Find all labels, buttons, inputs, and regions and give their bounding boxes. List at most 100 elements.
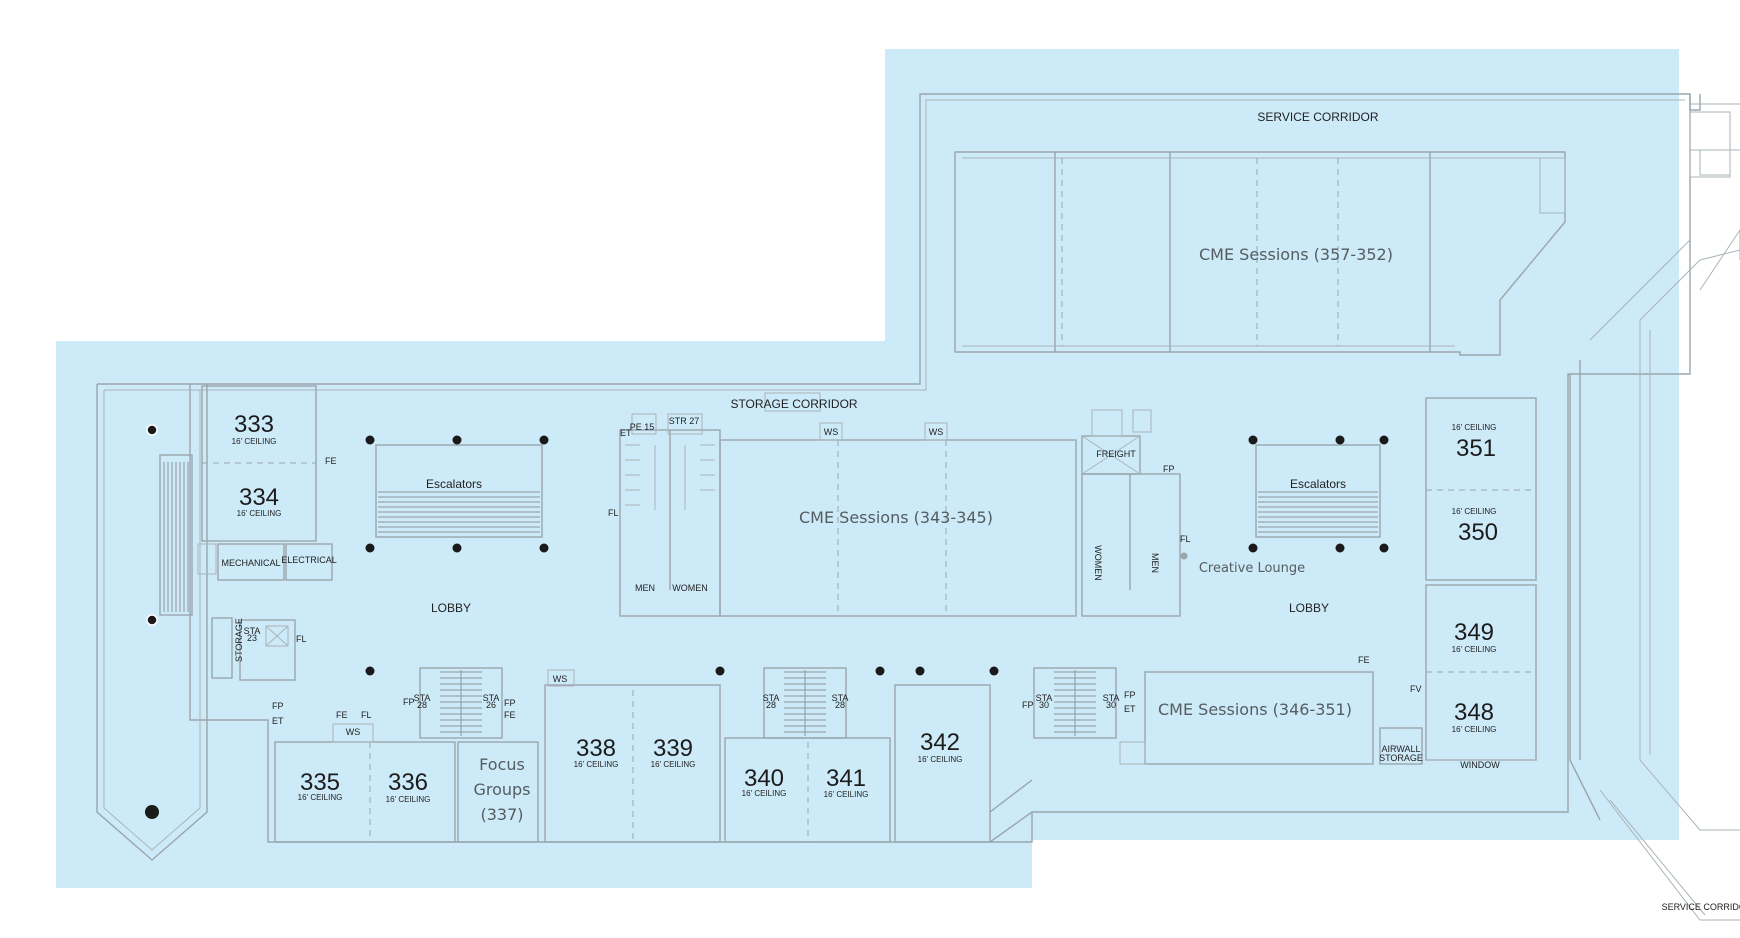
airwall-storage-room [1379,727,1423,765]
stair-26-28 [419,667,503,739]
room-338-339-walls [544,684,721,843]
ws-box-4 [547,669,575,687]
sta-23-number: 23 [247,633,257,643]
room-333-number: 333 [234,411,274,438]
storage-label: STORAGE [234,618,244,662]
fp-label-4: FP [1022,700,1034,710]
corner-walls [989,779,1033,843]
sta-28-mid-number: 28 [766,700,776,710]
str27-box [667,413,703,435]
window-label: WINDOW [1460,760,1500,770]
fp-label-3: FP [504,698,516,708]
ws-label-3: WS [346,727,361,737]
room-351-number: 351 [1456,435,1496,462]
sta-28-right-number: 28 [835,700,845,710]
hall-closet [1539,157,1566,214]
storage-room [211,617,233,679]
men-right-label: MEN [1150,553,1160,573]
ws-label-4: WS [553,674,568,684]
west-escalator-frame [159,454,193,616]
fe-label-3: FE [504,710,516,720]
sta-26-number: 26 [486,700,496,710]
fv-label: FV [1410,684,1422,694]
west-wing-inner [103,390,201,851]
building-outline [97,93,1691,843]
room-339-ceiling: 16' CEILING [651,760,696,769]
storage-closet-small [197,543,217,575]
room-350-number: 350 [1458,519,1498,546]
wall-storage [1119,741,1146,765]
fe-label-1: FE [325,456,337,466]
ws-label-2: WS [929,427,944,437]
freight-cross [1081,435,1141,475]
service-corridor-label: SERVICE CORRIDOR [1257,110,1378,124]
ws-box-1 [819,422,843,441]
freight-stair [1091,409,1123,437]
fe-label-2: FE [336,710,348,720]
focus-groups-line1: Focus [479,755,525,774]
room-335-number: 335 [300,769,340,796]
west-wing [96,384,208,861]
stair-30-treads [1054,670,1096,736]
room-333-ceiling: 16' CEILING [232,437,277,446]
sta-28-left-number: 28 [417,700,427,710]
room-348-number: 348 [1454,699,1494,726]
east-annex-box [1689,111,1731,178]
room-336-number: 336 [388,769,428,796]
session-346-351-label: CME Sessions (346-351) [1158,700,1352,719]
room-342-number: 342 [920,729,960,756]
escalators-left-label: Escalators [426,477,482,491]
storage-corridor-label: STORAGE CORRIDOR [730,397,857,411]
women-right-label: WOMEN [1093,545,1103,581]
fp-label-6: FP [1163,464,1175,474]
fl-label-4: FL [296,634,307,644]
fl-label-3: FL [1180,534,1191,544]
room-334-ceiling: 16' CEILING [237,509,282,518]
room-336-ceiling: 16' CEILING [386,795,431,804]
room-341-number: 341 [826,765,866,792]
fl-label-2: FL [361,710,372,720]
pe15-box [631,413,657,435]
mechanical-label: MECHANICAL [221,558,280,568]
lobby-right-label: LOBBY [1289,601,1329,615]
ws-label-1: WS [824,427,839,437]
stair-23 [239,619,296,681]
airwall-storage-line2: STORAGE [1379,753,1423,763]
east-outer-wall [1569,94,1701,821]
focus-groups-walls [457,741,539,843]
session-room-346-351-walls [1144,671,1374,765]
room-341-ceiling: 16' CEILING [824,790,869,799]
room-342-walls [894,684,991,843]
west-escalator-treads [163,462,189,612]
electrical-label: ELECTRICAL [281,555,337,565]
sta-28-left-label: STA [414,693,431,703]
sta-30-left-number: 30 [1039,700,1049,710]
room-338-number: 338 [576,735,616,762]
room-350-351-walls [1425,397,1537,581]
men-left-label: MEN [635,583,655,593]
room-340-ceiling: 16' CEILING [742,789,787,798]
ws-box-2 [924,422,948,441]
storage-box [764,392,821,412]
stair-23-elevator [265,625,289,647]
sta-30-right-label: STA [1103,693,1120,703]
service-corridor-small-label: SERVICE CORRIDOR [1662,902,1740,912]
stair-23-cross [265,625,289,647]
sta-30-left-label: STA [1036,693,1053,703]
east-annex-inner [1699,149,1731,176]
creative-lounge-label: Creative Lounge [1199,561,1305,576]
et-label-2: ET [272,716,284,726]
women-left-label: WOMEN [672,583,708,593]
sta-28-mid-label: STA [763,693,780,703]
room-339-number: 339 [653,735,693,762]
stair-26-28-treads [440,670,482,736]
fp-label-1: FP [272,701,284,711]
session-357-352-label: CME Sessions (357-352) [1199,245,1393,264]
room-348-ceiling: 16' CEILING [1452,725,1497,734]
escalator-right-frame [1255,444,1381,538]
escalators-right-label: Escalators [1290,477,1346,491]
sta-28-right-label: STA [832,693,849,703]
sta-30-right-number: 30 [1106,700,1116,710]
freight-label: FREIGHT [1096,449,1136,459]
